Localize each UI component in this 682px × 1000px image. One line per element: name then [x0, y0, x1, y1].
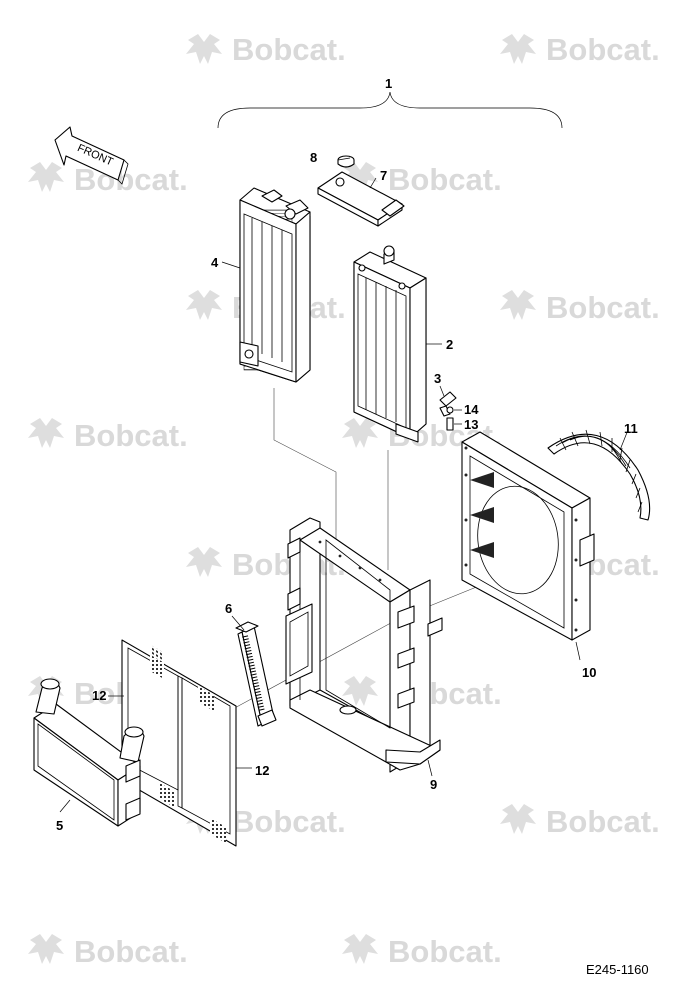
callout-4: 4	[211, 255, 219, 270]
callout-12b: 12	[255, 763, 269, 778]
watermark-text: Bobcat.	[74, 934, 188, 969]
bobcat-logo-icon	[342, 418, 378, 448]
callout-3: 3	[434, 371, 441, 386]
watermark: Bobcat.	[186, 804, 346, 839]
callout-14: 14	[464, 402, 479, 417]
callout-2: 2	[446, 337, 453, 352]
callout-7: 7	[380, 168, 387, 183]
fan-guard	[547, 429, 651, 521]
watermark-text: Bobcat.	[74, 418, 188, 453]
watermark: Bobcat.	[28, 418, 188, 453]
callout-12a: 12	[92, 688, 106, 703]
watermark-text: Bobcat.	[546, 290, 660, 325]
watermark-text: Bobcat.	[388, 162, 502, 197]
screen-panel	[121, 639, 237, 847]
bobcat-logo-icon	[28, 934, 64, 964]
watermark: Bobcat.	[500, 32, 660, 67]
oil-cooler-small	[235, 621, 277, 727]
watermark: Bobcat.	[500, 804, 660, 839]
watermark: Bobcat.	[342, 162, 502, 197]
watermark: Bobcat.	[342, 934, 502, 969]
top-plate	[317, 171, 405, 227]
callout-5: 5	[56, 818, 63, 833]
assembly-brace	[217, 91, 563, 129]
bobcat-logo-icon	[500, 804, 536, 834]
oil-cooler	[239, 187, 311, 383]
watermark: Bobcat.	[28, 934, 188, 969]
watermark-text: Bobcat.	[232, 804, 346, 839]
watermark: Bobcat.	[186, 32, 346, 67]
bobcat-logo-icon	[186, 290, 222, 320]
pin	[446, 417, 454, 431]
washer	[446, 406, 454, 414]
radiator	[353, 245, 427, 443]
watermark-text: Bobcat.	[546, 804, 660, 839]
bobcat-logo-icon	[186, 547, 222, 577]
radiator-cap	[337, 155, 355, 168]
watermark-text: Bobcat.	[546, 32, 660, 67]
watermark: Bobcat.	[500, 290, 660, 325]
cooler-frame	[285, 517, 443, 773]
bobcat-logo-icon	[28, 418, 64, 448]
bobcat-logo-icon	[500, 290, 536, 320]
bobcat-logo-icon	[186, 34, 222, 64]
watermark-text: Bobcat.	[388, 934, 502, 969]
callout-13: 13	[464, 417, 478, 432]
bobcat-logo-icon	[342, 676, 378, 706]
callout-8: 8	[310, 150, 317, 165]
callout-9: 9	[430, 777, 437, 792]
bobcat-logo-icon	[342, 934, 378, 964]
bobcat-logo-icon	[500, 34, 536, 64]
charge-air-cooler	[33, 678, 145, 827]
callout-11: 11	[624, 421, 638, 436]
callouts: 1 2 3 4 5 6 7 8 9 10 11 12 12 13 14	[56, 76, 638, 833]
leader-lines	[59, 157, 629, 813]
callout-6: 6	[225, 601, 232, 616]
drawing-code: E245-1160	[586, 962, 649, 977]
callout-1: 1	[385, 76, 392, 91]
bobcat-logo-icon	[28, 162, 64, 192]
watermark-text: Bobcat.	[232, 32, 346, 67]
fan-shroud	[461, 431, 595, 641]
callout-10: 10	[582, 665, 596, 680]
